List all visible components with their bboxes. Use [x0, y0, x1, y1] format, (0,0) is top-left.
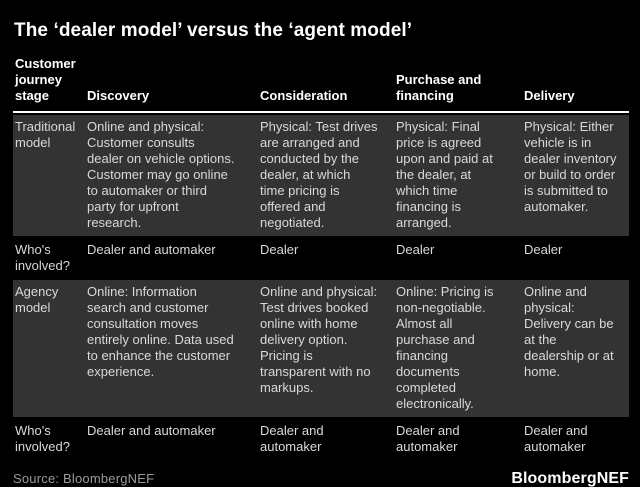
header-row: Customer journey stage Discovery Conside… [13, 56, 629, 113]
cell-traditional-purchase-financing: Physical: Final price is agreed upon and… [394, 113, 522, 236]
page-title: The ‘dealer model’ versus the ‘agent mod… [14, 20, 413, 41]
cell-agency-delivery: Online and physical: Delivery can be at … [522, 280, 629, 417]
cell-involved-traditional-purchase-financing: Dealer [396, 242, 435, 257]
table-row-agency-model: Agency model Online: Information search … [13, 280, 629, 417]
cell-involved-traditional-discovery: Dealer and automaker [87, 242, 216, 257]
bloombergnef-logo: BloombergNEF [511, 470, 629, 487]
cell-involved-traditional-consideration: Dealer [260, 242, 299, 257]
column-header-delivery: Delivery [522, 56, 629, 113]
row-label-whos-involved: Who's involved? [15, 423, 70, 454]
row-label-traditional-model: Traditional model [13, 113, 85, 236]
cell-involved-agency-consideration: Dealer and automaker [260, 423, 324, 454]
row-label-whos-involved: Who's involved? [15, 242, 70, 273]
cell-involved-agency-discovery: Dealer and automaker [87, 423, 216, 438]
cell-traditional-delivery: Physical: Either vehicle is in dealer in… [522, 113, 629, 236]
table-header: Customer journey stage Discovery Conside… [13, 56, 629, 113]
cell-involved-traditional-delivery: Dealer [524, 242, 563, 257]
dealer-vs-agent-table: Customer journey stage Discovery Conside… [13, 56, 629, 461]
column-header-consideration: Consideration [258, 56, 394, 113]
column-header-purchase-and-financing: Purchase and financing [394, 56, 522, 113]
table-row-whos-involved-traditional: Who's involved? Dealer and automaker Dea… [13, 236, 629, 280]
table-row-traditional-model: Traditional model Online and physical: C… [13, 113, 629, 236]
cell-involved-agency-delivery: Dealer and automaker [524, 423, 588, 454]
table-row-whos-involved-agency: Who's involved? Dealer and automaker Dea… [13, 417, 629, 461]
column-header-discovery: Discovery [85, 56, 258, 113]
cell-agency-discovery: Online: Information search and customer … [85, 280, 258, 417]
cell-agency-consideration: Online and physical: Test drives booked … [258, 280, 394, 417]
cell-traditional-consideration: Physical: Test drives are arranged and c… [258, 113, 394, 236]
table-body: Traditional model Online and physical: C… [13, 113, 629, 461]
cell-traditional-discovery: Online and physical: Customer consults d… [85, 113, 258, 236]
row-label-agency-model: Agency model [13, 280, 85, 417]
cell-involved-agency-purchase-financing: Dealer and automaker [396, 423, 460, 454]
source-note: Source: BloombergNEF [13, 471, 155, 486]
cell-agency-purchase-financing: Online: Pricing is non-negotiable. Almos… [394, 280, 522, 417]
figure-footer: Source: BloombergNEF BloombergNEF [13, 470, 629, 487]
column-header-customer-journey-stage: Customer journey stage [13, 56, 85, 113]
